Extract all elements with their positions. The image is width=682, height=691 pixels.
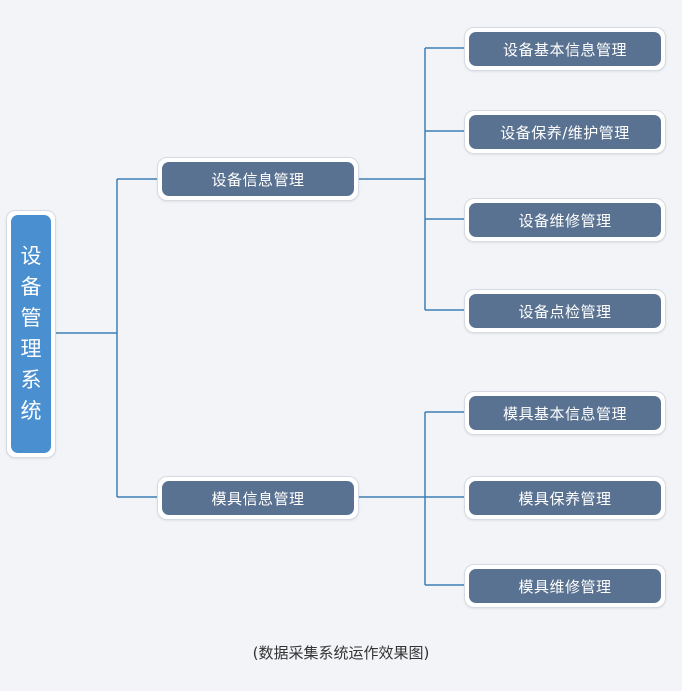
leaf-node-equipment-maintenance: 设备保养/维护管理 xyxy=(464,110,666,154)
root-node: 设 备 管 理 系 统 xyxy=(6,210,56,458)
branch-node-label: 设备信息管理 xyxy=(162,162,354,196)
leaf-node-equipment-inspection: 设备点检管理 xyxy=(464,289,666,333)
root-char-3: 管 xyxy=(20,306,42,330)
leaf-node-label: 模具维修管理 xyxy=(469,569,661,603)
leaf-node-mold-maintenance: 模具保养管理 xyxy=(464,476,666,520)
leaf-node-label: 设备保养/维护管理 xyxy=(469,115,661,149)
branch-node-label: 模具信息管理 xyxy=(162,481,354,515)
leaf-node-label: 设备点检管理 xyxy=(469,294,661,328)
leaf-node-equipment-repair: 设备维修管理 xyxy=(464,198,666,242)
root-node-label: 设 备 管 理 系 统 xyxy=(11,215,51,453)
leaf-node-label: 模具保养管理 xyxy=(469,481,661,515)
root-char-5: 系 xyxy=(20,368,42,392)
diagram-caption: (数据采集系统运作效果图) xyxy=(252,644,430,662)
leaf-node-label: 设备基本信息管理 xyxy=(469,32,661,66)
leaf-node-mold-basic-info: 模具基本信息管理 xyxy=(464,391,666,435)
leaf-node-label: 设备维修管理 xyxy=(469,203,661,237)
root-char-1: 设 xyxy=(20,244,42,268)
leaf-node-label: 模具基本信息管理 xyxy=(469,396,661,430)
root-char-6: 统 xyxy=(20,399,42,423)
root-char-4: 理 xyxy=(20,337,42,361)
leaf-node-mold-repair: 模具维修管理 xyxy=(464,564,666,608)
branch-node-equipment-info: 设备信息管理 xyxy=(157,157,359,201)
leaf-node-equipment-basic-info: 设备基本信息管理 xyxy=(464,27,666,71)
root-char-2: 备 xyxy=(20,275,42,299)
branch-node-mold-info: 模具信息管理 xyxy=(157,476,359,520)
